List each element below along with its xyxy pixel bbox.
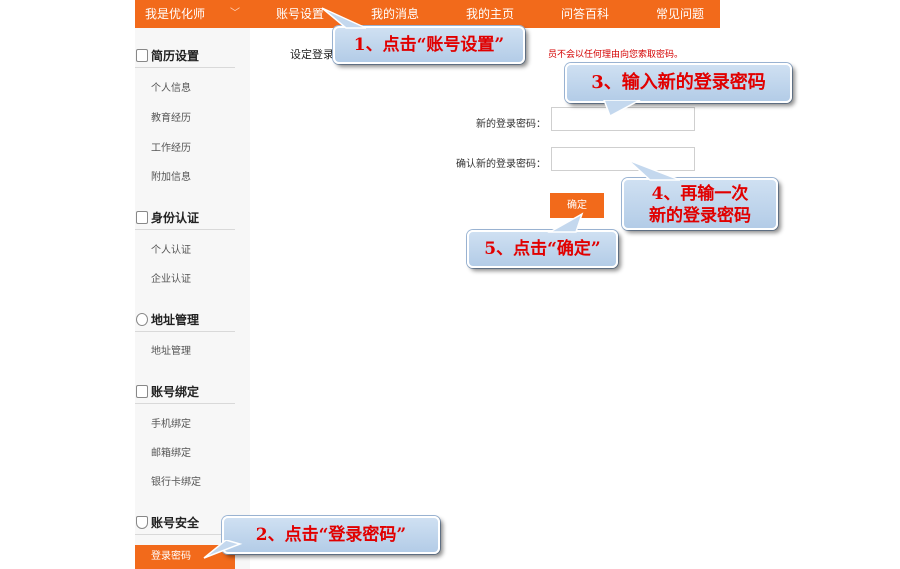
confirm-button[interactable]: 确定 — [550, 193, 604, 218]
section-resume: 简历设置 — [135, 44, 235, 68]
chevron-down-icon: ﹀ — [230, 8, 240, 19]
callout-pointer — [203, 540, 243, 559]
callout-pointer — [627, 159, 681, 181]
section-binding: 账号绑定 — [135, 380, 235, 404]
shield-icon — [136, 516, 148, 529]
sidebar-item-personal-info[interactable]: 个人信息 — [151, 83, 191, 94]
section-title: 地址管理 — [151, 313, 200, 327]
section-identity: 身份认证 — [135, 206, 235, 230]
confirm-password-input[interactable] — [551, 147, 695, 171]
sidebar-item-address[interactable]: 地址管理 — [151, 346, 191, 357]
nav-qa[interactable]: 问答百科 — [560, 7, 609, 21]
sidebar-item-work[interactable]: 工作经历 — [151, 143, 191, 154]
callout-step3: 3、输入新的登录密码 — [565, 63, 792, 103]
nav-messages[interactable]: 我的消息 — [370, 7, 419, 21]
user-menu[interactable]: 我是优化师 ﹀ — [135, 0, 250, 28]
id-card-icon — [136, 211, 148, 224]
sidebar-item-personal-auth[interactable]: 个人认证 — [151, 245, 191, 256]
sidebar: 简历设置 个人信息 教育经历 工作经历 附加信息 身份认证 个人认证 企业认证 … — [135, 28, 250, 569]
callout-step1: 1、点击“账号设置” — [333, 26, 525, 64]
callout-step4: 4、再输一次 新的登录密码 — [622, 178, 778, 230]
sidebar-item-extra[interactable]: 附加信息 — [151, 172, 191, 183]
callout-line: 新的登录密码 — [649, 206, 751, 226]
confirm-password-label: 确认新的登录密码： — [456, 159, 546, 170]
location-icon — [136, 313, 148, 326]
nav-homepage[interactable]: 我的主页 — [465, 7, 514, 21]
resume-icon — [136, 49, 148, 62]
sidebar-item-education[interactable]: 教育经历 — [151, 113, 191, 124]
user-name: 我是优化师 — [145, 7, 206, 21]
callout-step5: 5、点击“确定” — [467, 230, 618, 268]
section-security: 账号安全 — [135, 511, 235, 535]
section-title: 简历设置 — [151, 49, 200, 63]
sidebar-item-bankcard[interactable]: 银行卡绑定 — [151, 477, 201, 488]
sidebar-item-company-auth[interactable]: 企业认证 — [151, 274, 191, 285]
sidebar-item-phone[interactable]: 手机绑定 — [151, 419, 191, 430]
section-title: 身份认证 — [151, 211, 200, 225]
page-title: 设定登录 — [290, 48, 334, 61]
callout-pointer — [321, 7, 367, 29]
section-title: 账号安全 — [151, 516, 200, 530]
new-password-label: 新的登录密码： — [476, 119, 546, 130]
nav-account-settings[interactable]: 账号设置 — [275, 7, 324, 21]
sidebar-item-email[interactable]: 邮箱绑定 — [151, 448, 191, 459]
top-nav: 我是优化师 ﹀ 账号设置 我的消息 我的主页 问答百科 常见问题 — [135, 0, 720, 28]
callout-pointer — [547, 212, 584, 233]
callout-pointer — [603, 100, 641, 118]
nav-faq[interactable]: 常见问题 — [655, 7, 704, 21]
section-address: 地址管理 — [135, 308, 235, 332]
link-icon — [136, 385, 148, 398]
section-title: 账号绑定 — [151, 385, 200, 399]
callout-step2: 2、点击“登录密码” — [222, 516, 440, 554]
security-warning: 员不会以任何理由向您索取密码。 — [548, 50, 684, 60]
callout-line: 4、再输一次 — [651, 184, 749, 204]
